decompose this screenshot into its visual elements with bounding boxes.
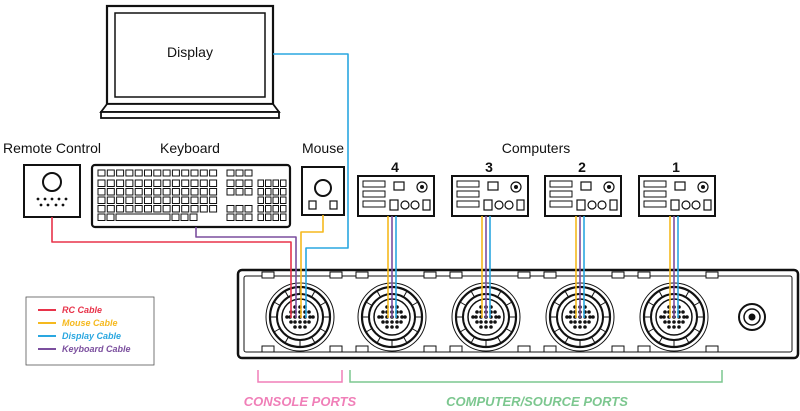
legend-label: RC Cable bbox=[62, 305, 102, 315]
computer-number: 3 bbox=[485, 159, 493, 175]
keyboard-label: Keyboard bbox=[160, 140, 220, 156]
display-monitor: Display bbox=[99, 4, 281, 119]
computer-ports-label: COMPUTER/SOURCE PORTS bbox=[446, 394, 628, 409]
legend-item: RC Cable bbox=[38, 305, 102, 315]
computer-1: 1 bbox=[638, 159, 716, 217]
computer-4: 4 bbox=[357, 159, 435, 217]
display-label: Display bbox=[167, 44, 213, 60]
legend-item: Mouse Cable bbox=[38, 318, 118, 328]
legend-item: Keyboard Cable bbox=[38, 344, 131, 354]
legend-label: Display Cable bbox=[62, 331, 121, 341]
cable-line bbox=[273, 53, 349, 318]
cable-line bbox=[300, 215, 324, 318]
computer-number: 1 bbox=[672, 159, 680, 175]
console-port-connector bbox=[265, 282, 335, 352]
computers-group: 4 3 2 1 bbox=[357, 159, 716, 217]
console-ports-label: CONSOLE PORTS bbox=[244, 394, 357, 409]
small-port-connector bbox=[738, 303, 766, 331]
legend-label: Mouse Cable bbox=[62, 318, 118, 328]
computer-number: 2 bbox=[578, 159, 586, 175]
legend-item: Display Cable bbox=[38, 331, 121, 341]
cable-line bbox=[195, 227, 297, 318]
console-ports-bracket: CONSOLE PORTS bbox=[244, 370, 357, 409]
computer-2: 2 bbox=[544, 159, 622, 217]
computer-3: 3 bbox=[451, 159, 529, 217]
legend-label: Keyboard Cable bbox=[62, 344, 131, 354]
computers-label: Computers bbox=[502, 140, 570, 156]
keyboard bbox=[90, 163, 292, 229]
cable-line bbox=[51, 217, 292, 318]
mouse-device bbox=[301, 166, 345, 216]
computer-ports-bracket: COMPUTER/SOURCE PORTS bbox=[349, 370, 723, 409]
kvm-switch bbox=[236, 268, 800, 360]
remote-control bbox=[23, 164, 81, 218]
computer-number: 4 bbox=[391, 159, 399, 175]
mouse-label: Mouse bbox=[302, 140, 344, 156]
remote-control-label: Remote Control bbox=[3, 140, 101, 156]
